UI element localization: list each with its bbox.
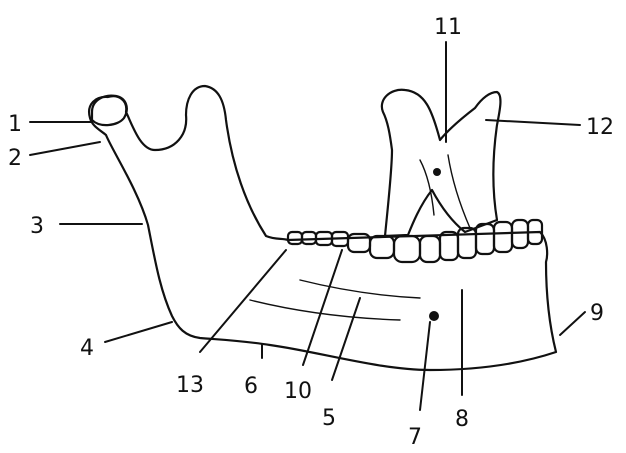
label-8: 8 (455, 407, 469, 432)
mental-foramen (429, 311, 439, 321)
mandible-outline (89, 86, 556, 370)
teeth-row (288, 220, 542, 262)
ramus-upper-right (382, 90, 501, 236)
label-9: 9 (590, 301, 604, 326)
label-4: 4 (80, 336, 94, 361)
leader-10 (303, 250, 342, 365)
leader-7 (420, 322, 430, 410)
label-7: 7 (408, 425, 422, 450)
label-6: 6 (244, 374, 258, 399)
label-11: 11 (434, 15, 462, 40)
leader-12 (486, 120, 580, 125)
label-2: 2 (8, 146, 22, 171)
label-1: 1 (8, 112, 22, 137)
leader-4 (105, 322, 172, 342)
leader-5 (332, 298, 360, 380)
label-5: 5 (322, 406, 336, 431)
label-10: 10 (284, 379, 312, 404)
leader-13 (200, 250, 286, 352)
label-12: 12 (586, 115, 614, 140)
label-3: 3 (30, 214, 44, 239)
leader-2 (30, 142, 100, 155)
mandibular-foramen-upper (433, 168, 441, 176)
mylohyoid-line (300, 280, 420, 298)
leader-9 (560, 312, 585, 335)
label-13: 13 (176, 373, 204, 398)
